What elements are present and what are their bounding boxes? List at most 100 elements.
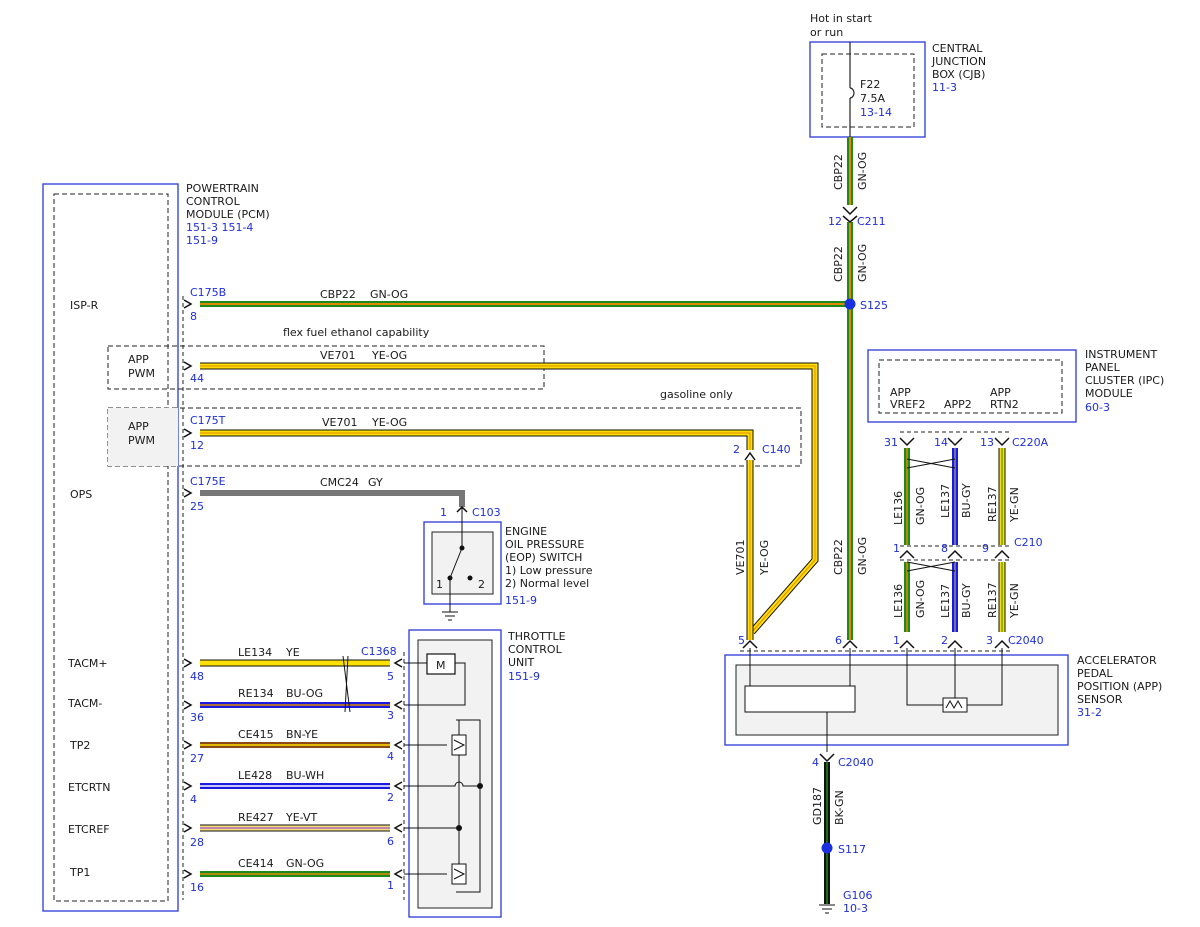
- pin-pcm-isp: 8: [190, 310, 197, 323]
- wire-label-re137-a-id: RE137: [986, 486, 999, 522]
- pin-pcm-etcrtn: 4: [190, 793, 197, 806]
- cjb-title-1: CENTRAL: [932, 42, 983, 55]
- ipc-pin-rtn2-a: APP: [990, 386, 1011, 399]
- conn-c210: C210: [1014, 536, 1043, 549]
- pcm-pin-app-pwm-1a: APP: [128, 353, 149, 366]
- pcm-pin-etcref: ETCREF: [68, 823, 110, 836]
- eop-title-3: (EOP) SWITCH: [505, 551, 582, 564]
- twisted-pair-tcu: [342, 655, 351, 713]
- wire-label-le136-b-color: GN-OG: [914, 580, 927, 618]
- eop-state-2: 2) Normal level: [505, 577, 589, 590]
- pin-pcm-tacmm: 36: [190, 711, 204, 724]
- tcu-ref: 151-9: [508, 670, 540, 683]
- app-title-2: PEDAL: [1077, 667, 1113, 680]
- wire-label-ve701-gas-id: VE701: [322, 416, 357, 429]
- wire-ve701-flex: [200, 362, 819, 635]
- throttle-control-unit: [393, 629, 502, 918]
- wire-label-cbp22-v2-id: CBP22: [832, 246, 845, 282]
- pcm-pin-tp2: TP2: [69, 739, 90, 752]
- wire-label-ve701-gas-color: YE-OG: [371, 416, 407, 429]
- pin-tcu-1: 1: [387, 879, 394, 892]
- cjb-hot-label-1: Hot in start: [810, 12, 873, 25]
- wire-label-le136-a-id: LE136: [892, 491, 905, 525]
- wire-label-le428-color: BU-WH: [286, 769, 324, 782]
- wire-label-ve701-v-color: YE-OG: [758, 540, 771, 576]
- ipc-pin-vref2-b: VREF2: [890, 398, 925, 411]
- wire-label-ve701-flex-id: VE701: [320, 349, 355, 362]
- pin-pcm-tp2: 27: [190, 752, 204, 765]
- splice-s117-label: S117: [838, 843, 866, 856]
- wire-label-le137-b-color: BU-GY: [960, 583, 973, 618]
- pcm-pin-tp1: TP1: [69, 866, 90, 879]
- pin-ipc-31: 31: [884, 436, 898, 449]
- conn-c175t: C175T: [190, 414, 226, 427]
- ipc-pin-app2: APP2: [944, 398, 972, 411]
- pcm-pin-isp-r: ISP-R: [70, 299, 99, 312]
- cjb-title-2: JUNCTION: [931, 55, 986, 68]
- sensor-tp2-icon: [451, 734, 467, 756]
- pcm-pin-tacm-plus: TACM+: [67, 657, 108, 670]
- wire-label-le137-b-id: LE137: [939, 584, 952, 618]
- ipc-ref: 60-3: [1085, 401, 1110, 414]
- wire-label-cbp22-v2-color: GN-OG: [856, 244, 869, 282]
- pin-c2040-4: 4: [812, 756, 819, 769]
- conn-c140: C140: [762, 443, 791, 456]
- app-sensor: [724, 648, 1069, 752]
- app-sensor-resistor-icon: [942, 697, 968, 713]
- wire-label-ve701-flex-color: YE-OG: [371, 349, 407, 362]
- pin-app-6: 6: [835, 634, 842, 647]
- ipc-title-3: CLUSTER (IPC): [1085, 374, 1164, 387]
- gasoline-note: gasoline only: [660, 388, 733, 401]
- pin-ipc-14: 14: [934, 436, 948, 449]
- wire-label-cbp22-v3-id: CBP22: [832, 539, 845, 575]
- app-title-4: SENSOR: [1077, 693, 1123, 706]
- pin-pcm-app1: 44: [190, 372, 204, 385]
- cjb-ref: 11-3: [932, 81, 957, 94]
- wire-label-gd187-id: GD187: [811, 787, 824, 825]
- pcm-pin-app-pwm-2b: PWM: [128, 434, 155, 447]
- wire-label-cbp22-h-id: CBP22: [320, 288, 356, 301]
- pcm-title-3: MODULE (PCM): [186, 208, 270, 221]
- tcu-title-3: UNIT: [508, 656, 535, 669]
- conn-c220a: C220A: [1012, 436, 1049, 449]
- ipc-module: [867, 349, 1077, 423]
- conn-c211: C211: [857, 215, 886, 228]
- pin-c103: 1: [440, 506, 447, 519]
- fuse-ref: 13-14: [860, 106, 892, 119]
- ipc-title-2: PANEL: [1085, 361, 1121, 374]
- fuse-name: F22: [860, 78, 880, 91]
- splice-s125: [844, 298, 856, 310]
- ground-ref: 10-3: [843, 902, 868, 915]
- wire-label-cbp22-v3-color: GN-OG: [856, 537, 869, 575]
- pin-pcm-tacmp: 48: [190, 670, 204, 683]
- fuse-amps: 7.5A: [860, 92, 885, 105]
- wire-label-ce415-color: BN-YE: [286, 728, 318, 741]
- flex-fuel-note: flex fuel ethanol capability: [283, 326, 430, 339]
- wire-label-le134-id: LE134: [238, 646, 272, 659]
- eop-switch: [423, 505, 502, 621]
- twisted-pair-ipc: [906, 458, 956, 572]
- cjb-outline: [809, 41, 926, 138]
- wire-label-ce415-id: CE415: [238, 728, 274, 741]
- pcm-pin-app-pwm-2a: APP: [128, 420, 149, 433]
- pcm-pin-app-pwm-1b: PWM: [128, 367, 155, 380]
- pcm-pin-etcrtn: ETCRTN: [68, 781, 111, 794]
- fuse-icon: [849, 87, 855, 99]
- splice-s125-label: S125: [860, 299, 888, 312]
- eop-pos-1: 1: [436, 578, 443, 591]
- pcm-pin-ops: OPS: [70, 488, 92, 501]
- pin-app-5: 5: [738, 634, 745, 647]
- pcm-inner: [53, 193, 169, 902]
- pin-c210-8: 8: [941, 542, 948, 555]
- wire-label-cmc24-color: GY: [368, 476, 383, 489]
- wire-label-ce414-id: CE414: [238, 857, 274, 870]
- wire-label-ve701-v-id: VE701: [734, 540, 747, 575]
- cjb-title-3: BOX (CJB): [932, 68, 985, 81]
- eop-ref: 151-9: [505, 594, 537, 607]
- app-ref: 31-2: [1077, 706, 1102, 719]
- wire-label-re137-a-color: YE-GN: [1008, 487, 1021, 523]
- tcu-motor-label: M: [436, 659, 446, 672]
- wire-label-le428-id: LE428: [238, 769, 272, 782]
- motor-icon: [426, 653, 456, 675]
- ground-icon: [819, 904, 835, 914]
